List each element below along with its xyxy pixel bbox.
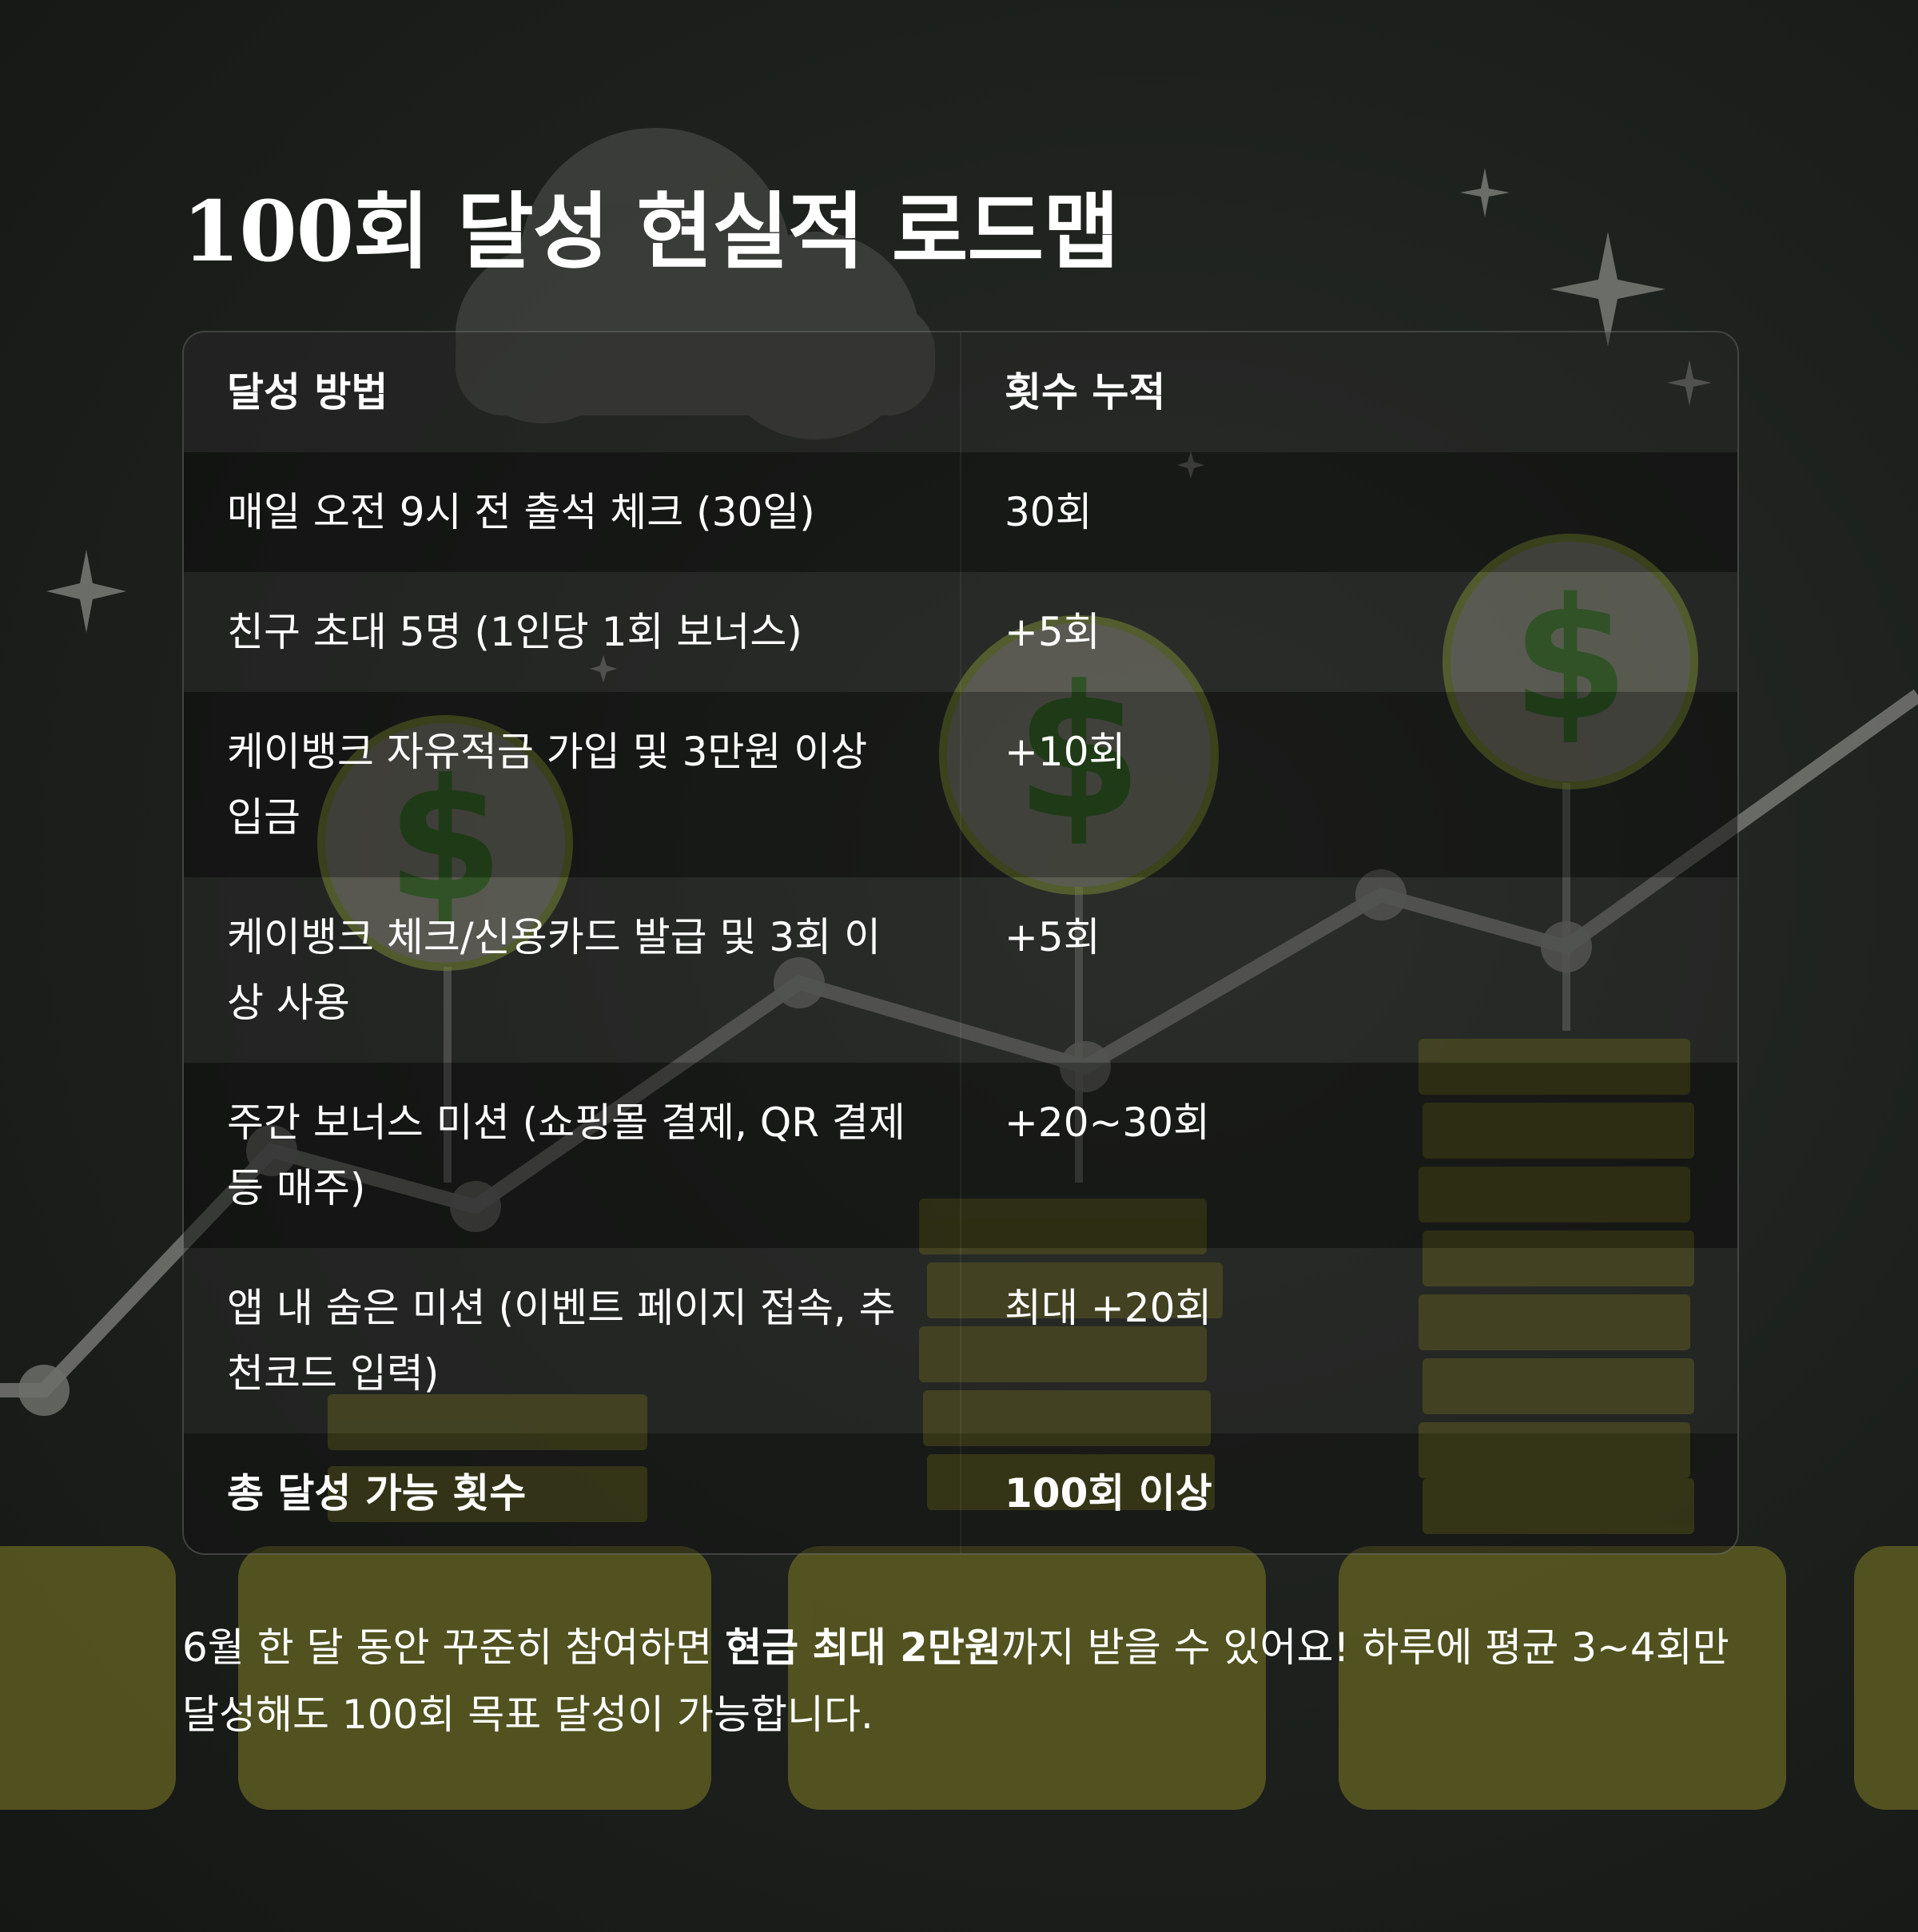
summary-text-start: 6월 한 달 동안 꾸준히 참여하면	[182, 1624, 726, 1671]
table-header-row: 달성 방법 횟수 누적	[184, 332, 1737, 452]
table-row: 친구 초대 5명 (1인당 1회 보너스) +5회	[184, 572, 1737, 692]
table-row: 주간 보너스 미션 (쇼핑몰 결제, QR 결제 등 매주) +20~30회	[184, 1063, 1737, 1248]
summary-text-end: 까지 받을 수 있어요! 하루에 평균 3~4회만 달성해도 100회 목표 달…	[182, 1624, 1729, 1738]
count-cell: +10회	[961, 692, 1737, 877]
summary-highlight: 현금 최대 2만원	[725, 1624, 1001, 1671]
roadmap-table: 달성 방법 횟수 누적 매일 오전 9시 전 출석 체크 (30일) 30회 친…	[182, 331, 1739, 1555]
method-cell: 매일 오전 9시 전 출석 체크 (30일)	[184, 452, 961, 572]
summary-paragraph: 6월 한 달 동안 꾸준히 참여하면 현금 최대 2만원까지 받을 수 있어요!…	[182, 1614, 1736, 1748]
table-row: 앱 내 숨은 미션 (이벤트 페이지 접속, 추천코드 입력) 최대 +20회	[184, 1248, 1737, 1433]
total-method-cell: 총 달성 가능 횟수	[184, 1433, 961, 1553]
method-cell: 앱 내 숨은 미션 (이벤트 페이지 접속, 추천코드 입력)	[184, 1248, 961, 1433]
method-cell: 친구 초대 5명 (1인당 1회 보너스)	[184, 572, 961, 692]
total-count-cell: 100회 이상	[961, 1433, 1737, 1553]
header-count: 횟수 누적	[961, 332, 1737, 452]
method-cell: 케이뱅크 자유적금 가입 및 3만원 이상 입금	[184, 692, 961, 877]
count-cell: 30회	[961, 452, 1737, 572]
count-cell: 최대 +20회	[961, 1248, 1737, 1433]
info-card-shapes	[0, 1546, 1918, 1810]
table-row: 매일 오전 9시 전 출석 체크 (30일) 30회	[184, 452, 1737, 572]
table-row: 케이뱅크 자유적금 가입 및 3만원 이상 입금 +10회	[184, 692, 1737, 877]
method-cell: 주간 보너스 미션 (쇼핑몰 결제, QR 결제 등 매주)	[184, 1063, 961, 1248]
page-title: 100회 달성 현실적 로드맵	[182, 182, 1120, 280]
count-cell: +20~30회	[961, 1063, 1737, 1248]
table-row: 케이뱅크 체크/신용카드 발급 및 3회 이상 사용 +5회	[184, 877, 1737, 1063]
svg-text:$: $	[1015, 647, 1143, 861]
header-method: 달성 방법	[184, 332, 961, 452]
svg-text:$: $	[1512, 562, 1629, 757]
count-cell: +5회	[961, 877, 1737, 1063]
count-cell: +5회	[961, 572, 1737, 692]
method-cell: 케이뱅크 체크/신용카드 발급 및 3회 이상 사용	[184, 877, 961, 1063]
table-total-row: 총 달성 가능 횟수 100회 이상	[184, 1433, 1737, 1553]
